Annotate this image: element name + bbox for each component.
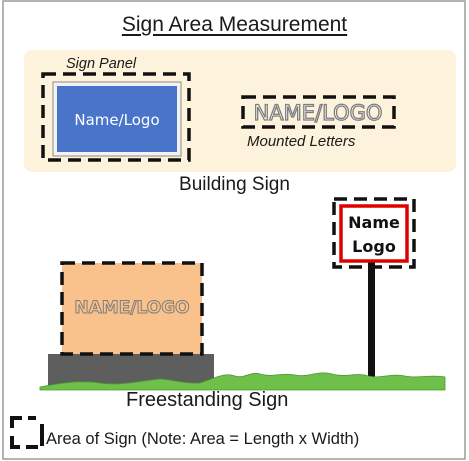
pole-sign-panel	[339, 204, 409, 263]
sign-panel-edge	[52, 81, 182, 157]
sign-panel	[53, 82, 181, 156]
monument-sign-text: NAME/LOGO	[74, 298, 189, 318]
pole-sign-line2: Logo	[352, 237, 396, 256]
mounted-letters-caption: Mounted Letters	[247, 133, 356, 150]
building-sign-label: Building Sign	[179, 174, 290, 195]
monument-base	[48, 354, 214, 387]
mounted-letters-area-outline	[241, 95, 396, 129]
monument-sign-face	[62, 263, 202, 354]
diagram-title: Sign Area Measurement	[121, 13, 348, 36]
legend-area-symbol	[10, 416, 44, 449]
pole-sign-line1: Name	[348, 213, 400, 232]
legend-text: Area of Sign (Note: Area = Length x Widt…	[46, 430, 360, 448]
sign-panel-area-outline	[41, 72, 191, 162]
pole	[368, 262, 375, 388]
sign-panel-caption: Sign Panel	[66, 56, 137, 72]
pole-sign-area-outline	[332, 197, 416, 269]
freestanding-sign-label: Freestanding Sign	[126, 389, 289, 411]
mounted-letters-text: NAME/LOGO	[254, 101, 383, 125]
sign-panel-text: Name/Logo	[74, 111, 159, 129]
grass	[39, 372, 446, 391]
monument-sign-area-outline	[60, 261, 204, 356]
